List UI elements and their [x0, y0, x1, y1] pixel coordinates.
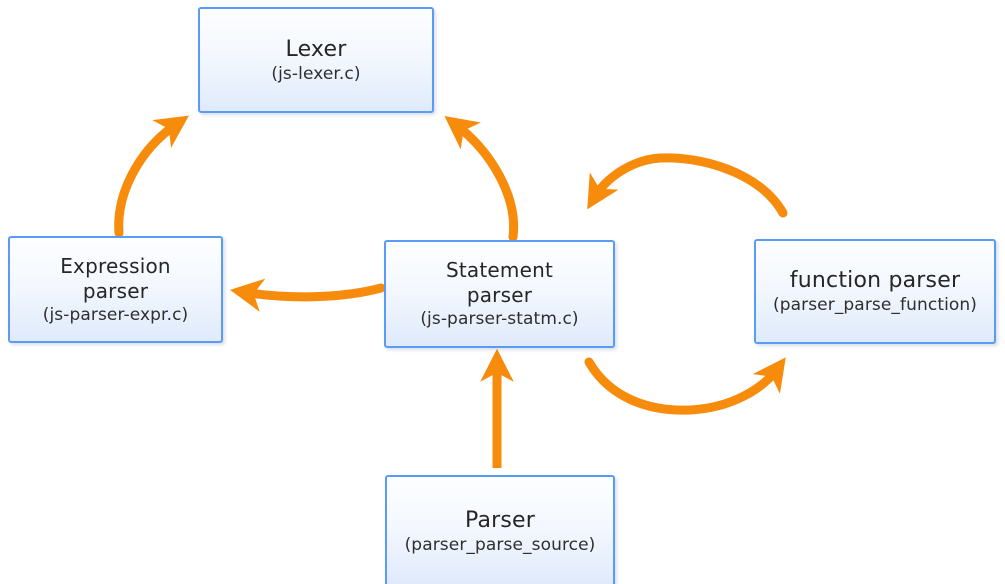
- node-parser-subtitle: (parser_parse_source): [404, 534, 596, 555]
- node-function-parser-title: function parser: [789, 268, 961, 293]
- arrow-function-to-statement: [587, 153, 788, 218]
- node-expression-parser[interactable]: Expression parser (js-parser-expr.c): [8, 236, 223, 343]
- node-function-parser[interactable]: function parser (parser_parse_function): [754, 239, 996, 344]
- node-expression-parser-subtitle: (js-parser-expr.c): [42, 304, 189, 325]
- arrow-statement-to-function: [584, 357, 786, 415]
- node-expression-parser-title-line2: parser: [82, 278, 149, 303]
- arrow-statement-to-lexer: [444, 116, 519, 242]
- node-statement-parser[interactable]: Statement parser (js-parser-statm.c): [384, 240, 615, 348]
- node-statement-parser-subtitle: (js-parser-statm.c): [420, 309, 579, 329]
- arrow-expression-to-lexer: [114, 115, 189, 238]
- node-statement-parser-title-line2: parser: [466, 283, 533, 307]
- node-lexer-subtitle: (js-lexer.c): [271, 63, 361, 84]
- arrow-statement-to-expression: [229, 278, 386, 312]
- node-statement-parser-title-line1: Statement: [445, 258, 554, 282]
- node-parser[interactable]: Parser (parser_parse_source): [385, 475, 615, 584]
- node-function-parser-subtitle: (parser_parse_function): [772, 295, 978, 315]
- node-lexer-title: Lexer: [285, 36, 347, 62]
- node-expression-parser-title-line1: Expression: [60, 253, 171, 278]
- node-lexer[interactable]: Lexer (js-lexer.c): [198, 7, 434, 113]
- node-parser-title: Parser: [464, 507, 536, 533]
